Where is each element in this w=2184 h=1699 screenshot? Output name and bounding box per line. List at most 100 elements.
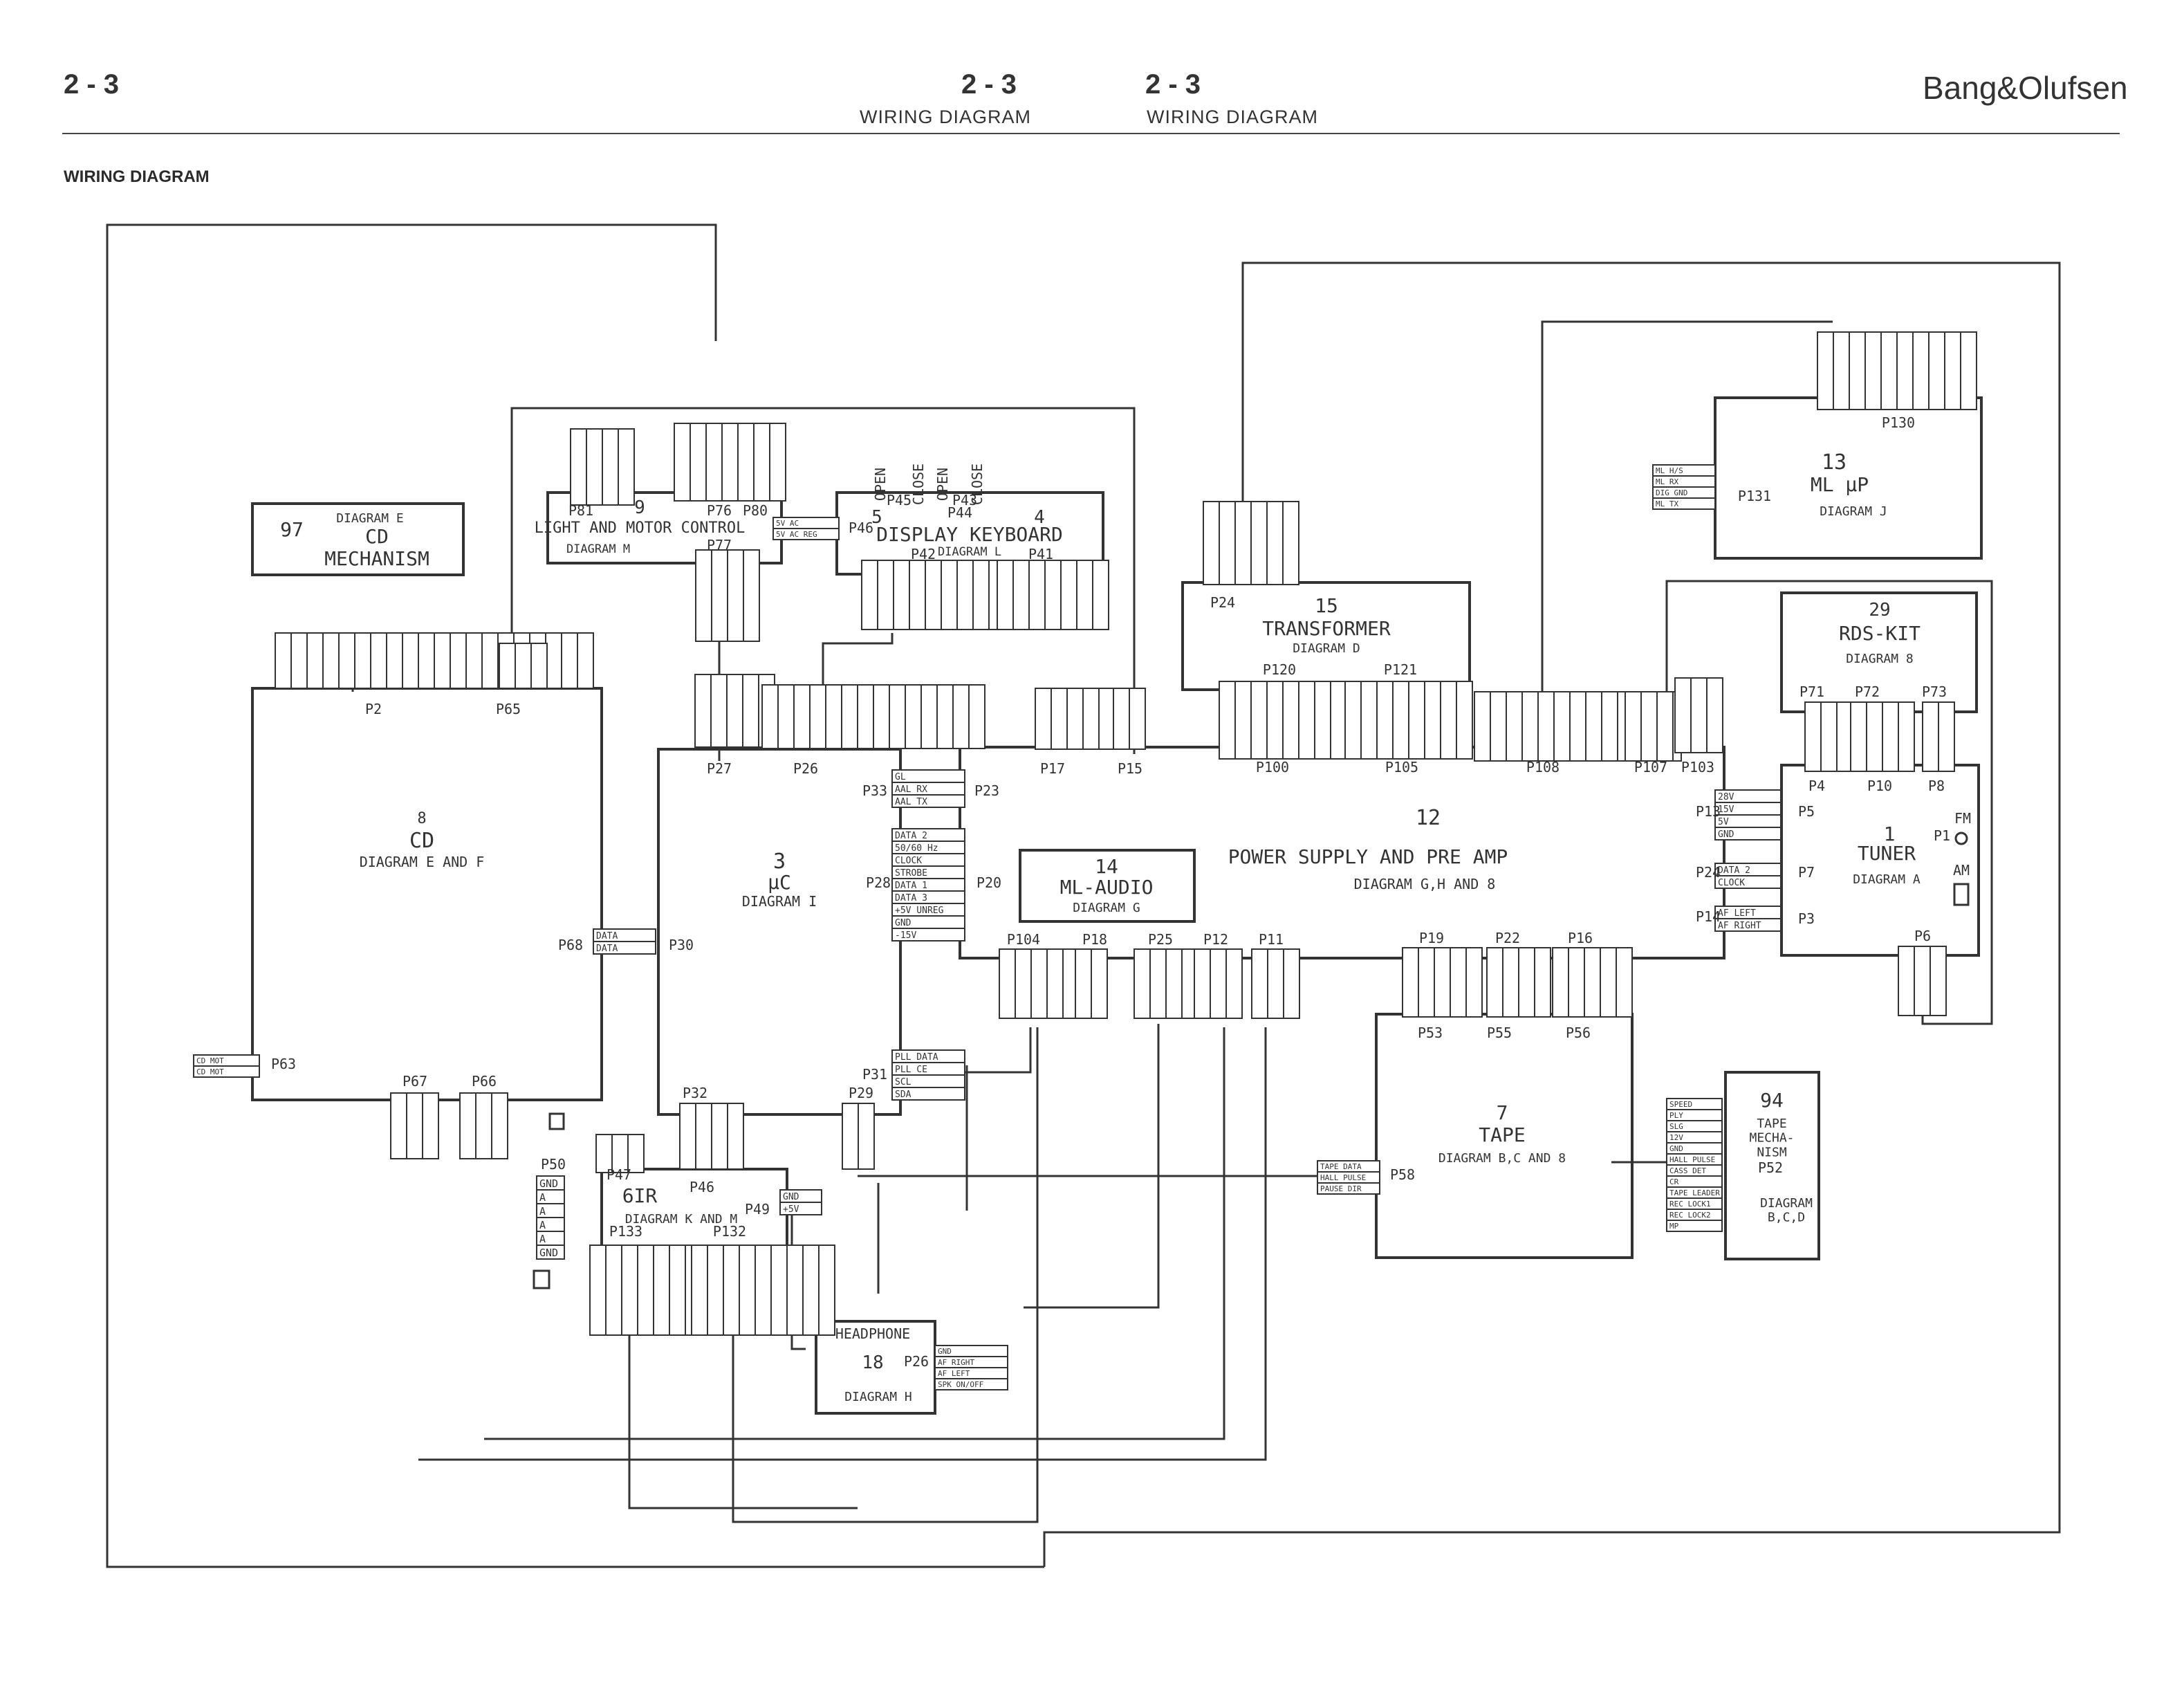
wire-ir-p18 bbox=[732, 1027, 1039, 1523]
p25-pins bbox=[1149, 948, 1167, 1019]
connector-p55: P55 bbox=[1487, 1025, 1512, 1041]
headphone-sub: DIAGRAM H bbox=[844, 1390, 912, 1404]
p50-label: A bbox=[539, 1219, 546, 1231]
p12-pins bbox=[1210, 948, 1227, 1019]
p132-pins bbox=[739, 1245, 756, 1336]
ml-audio-name: ML-AUDIO bbox=[1060, 876, 1154, 899]
tuner-name: TUNER bbox=[1858, 842, 1916, 865]
p6-pins bbox=[1898, 946, 1915, 1016]
p28-label: +5V UNREG bbox=[895, 906, 944, 916]
p58-label: HALL PULSE bbox=[1320, 1173, 1366, 1182]
wire-ir-cd bbox=[628, 1273, 858, 1509]
cd-name: CD bbox=[409, 829, 434, 853]
light-name: LIGHT AND MOTOR CONTROL bbox=[535, 520, 746, 537]
p131-pins bbox=[1652, 497, 1716, 510]
p26-pins bbox=[889, 684, 906, 749]
rds-name: RDS-KIT bbox=[1839, 622, 1921, 645]
p52-label: GND bbox=[1669, 1144, 1683, 1153]
tape-mechanism-num: 94 bbox=[1760, 1089, 1784, 1112]
p28-label: 50/60 Hz bbox=[895, 843, 938, 854]
p133-pins bbox=[669, 1245, 686, 1336]
ml-up-sub: DIAGRAM J bbox=[1820, 504, 1887, 519]
connector-p10: P10 bbox=[1867, 778, 1892, 794]
connector-p14: P14 bbox=[1696, 908, 1721, 925]
uc-num: 3 bbox=[773, 850, 786, 874]
p41-pins bbox=[1060, 560, 1077, 630]
p76-pins bbox=[721, 423, 739, 502]
connector-p103: P103 bbox=[1681, 759, 1714, 775]
connector-p12: P12 bbox=[1203, 931, 1228, 948]
p2-pins bbox=[290, 632, 308, 689]
p26-pins bbox=[920, 684, 938, 749]
psu-num: 12 bbox=[1416, 806, 1441, 830]
wires bbox=[106, 223, 2061, 1568]
p103-pins bbox=[1690, 677, 1708, 753]
display-name: DISPLAY KEYBOARD bbox=[876, 523, 1063, 546]
connector-p15: P15 bbox=[1118, 760, 1142, 777]
p58-label: TAPE DATA bbox=[1320, 1162, 1362, 1171]
tuner-sub: DIAGRAM A bbox=[1853, 872, 1921, 887]
p14-pins bbox=[1714, 918, 1782, 932]
p73-pins bbox=[1922, 701, 1939, 772]
headphone-name: HEADPHONE bbox=[835, 1325, 910, 1342]
p24-pins bbox=[1250, 501, 1268, 585]
p49-label: GND bbox=[783, 1192, 799, 1202]
p131-label: ML RX bbox=[1656, 477, 1678, 486]
p27-pins bbox=[694, 674, 712, 748]
connector-p27: P27 bbox=[707, 760, 732, 777]
p13-label: 15V bbox=[1718, 805, 1734, 815]
p26-pins bbox=[777, 684, 795, 749]
switch-label: CLOSE bbox=[969, 463, 985, 505]
p131-label: ML H/S bbox=[1656, 466, 1683, 475]
p2-pins bbox=[338, 632, 355, 689]
p42-pins bbox=[956, 560, 974, 630]
p132-pins bbox=[786, 1245, 804, 1336]
p24-pins bbox=[1234, 501, 1252, 585]
p13-label: 28V bbox=[1718, 792, 1734, 802]
p30-pins bbox=[593, 941, 656, 955]
p30-label: DATA bbox=[596, 944, 618, 954]
page-number-left: 2 - 3 bbox=[64, 69, 120, 100]
p15-pins bbox=[1113, 688, 1130, 750]
connector-p22: P22 bbox=[1495, 930, 1520, 946]
p30-label: DATA bbox=[596, 931, 618, 942]
p50-label: A bbox=[539, 1191, 546, 1204]
connector-p29: P29 bbox=[849, 1085, 873, 1101]
connector-p13: P13 bbox=[1696, 803, 1721, 820]
connector-p73: P73 bbox=[1922, 683, 1947, 700]
transformer-num: 15 bbox=[1315, 594, 1338, 617]
tape-mechanism-name: NISM bbox=[1757, 1145, 1787, 1159]
p130-pins bbox=[1896, 331, 1914, 410]
connector-p50: P50 bbox=[541, 1156, 566, 1173]
p18-pins bbox=[1091, 948, 1108, 1019]
connector-p26: P26 bbox=[793, 760, 818, 777]
p2-pins bbox=[354, 632, 371, 689]
p28-label: DATA 3 bbox=[895, 893, 927, 903]
p26b-label: AF RIGHT bbox=[938, 1358, 974, 1367]
p13-label: GND bbox=[1718, 829, 1734, 840]
p132-pins bbox=[818, 1245, 835, 1336]
connector-p18: P18 bbox=[1082, 931, 1107, 948]
p71-pins bbox=[1820, 701, 1838, 772]
page-caption-center-b: WIRING DIAGRAM bbox=[1147, 107, 1318, 127]
p71-pins bbox=[1804, 701, 1822, 772]
p2-pins bbox=[306, 632, 324, 689]
cd-mechanism-name: CD bbox=[365, 525, 389, 548]
p26b-label: SPK ON/OFF bbox=[938, 1380, 983, 1389]
p133-pins bbox=[637, 1245, 654, 1336]
p16-pins bbox=[1568, 947, 1585, 1018]
connector-p3: P3 bbox=[1798, 910, 1815, 927]
p108-pins bbox=[1490, 691, 1507, 762]
cd-mechanism-name: MECHANISM bbox=[324, 547, 429, 570]
p65-pins bbox=[499, 643, 516, 689]
p28-label: DATA 1 bbox=[895, 881, 927, 891]
p104-pins bbox=[1015, 948, 1032, 1019]
connector-p105: P105 bbox=[1385, 759, 1418, 775]
connector-p58: P58 bbox=[1390, 1166, 1415, 1183]
p14-label: AF LEFT bbox=[1718, 908, 1756, 919]
connector-p43: P43 bbox=[952, 492, 977, 508]
transformer-name: TRANSFORMER bbox=[1262, 617, 1391, 640]
p2-pins bbox=[481, 632, 499, 689]
p76-pins bbox=[753, 423, 770, 502]
